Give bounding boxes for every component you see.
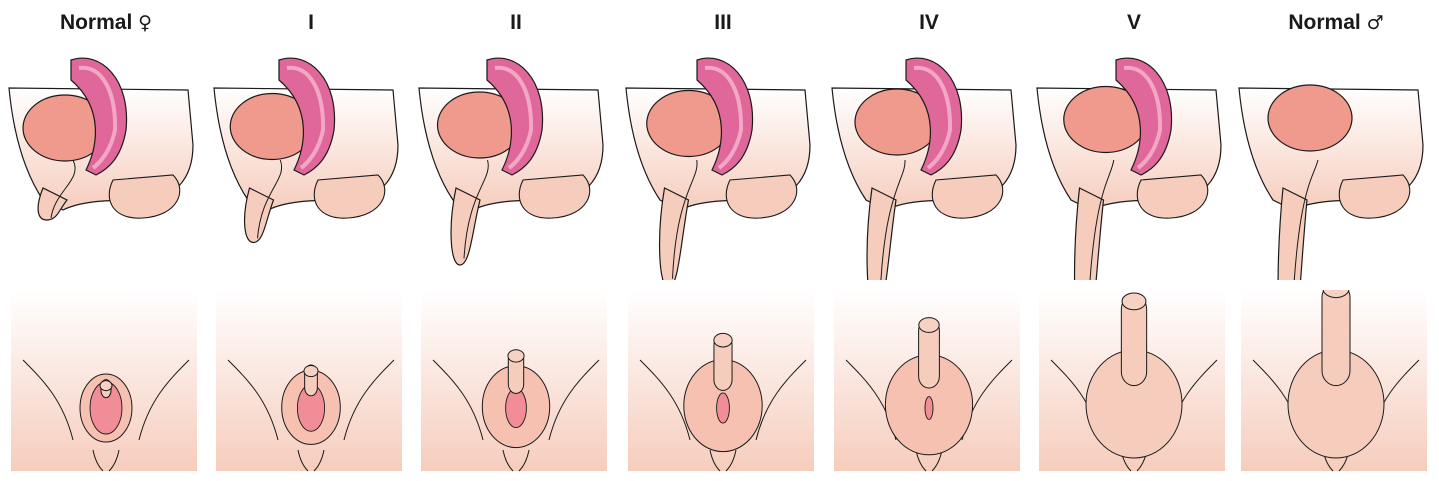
external-genitalia — [421, 290, 607, 472]
urethra — [50, 159, 76, 219]
sagittal-section — [418, 57, 604, 266]
stage-label: Normal ♂ — [1288, 11, 1384, 34]
stage-prader-5: V — [1031, 0, 1237, 481]
thigh-folds — [1252, 359, 1420, 472]
bladder — [1267, 84, 1353, 152]
stage-label: I — [308, 11, 314, 34]
buttock — [1338, 174, 1411, 219]
uterine-cavity — [78, 65, 118, 170]
urethra — [1089, 159, 1115, 280]
phallus — [1073, 187, 1105, 280]
uterus — [1115, 57, 1173, 176]
uterus — [905, 57, 963, 176]
stage-normal-male: Normal ♂ — [1233, 0, 1439, 481]
external-genitalia — [1039, 290, 1225, 472]
glans — [507, 349, 525, 363]
sagittal-section — [625, 57, 811, 280]
stage-label: II — [510, 11, 522, 34]
glans — [713, 332, 733, 348]
sagittal-section — [213, 57, 399, 244]
uterine-cavity — [494, 65, 534, 170]
vestibule — [716, 392, 730, 424]
urethra — [257, 159, 283, 239]
stage-label: Normal ♀ — [59, 11, 153, 34]
buttock — [108, 174, 181, 219]
thigh-folds — [1050, 359, 1218, 472]
stage-prader-2: II — [413, 0, 619, 481]
vestibule — [505, 387, 527, 429]
glans — [99, 380, 113, 392]
sagittal-section — [831, 57, 1017, 280]
phallus — [1321, 290, 1351, 387]
thigh-folds — [639, 359, 807, 472]
phallus — [1277, 187, 1308, 280]
thigh-folds — [845, 359, 1013, 472]
phallus — [659, 187, 690, 280]
buttock — [313, 174, 386, 219]
female-symbol-icon: ♀ — [138, 12, 153, 34]
uterine-cavity — [286, 65, 326, 170]
buttock — [1136, 174, 1209, 219]
stage-prader-4: IV — [826, 0, 1032, 481]
urethra — [1293, 159, 1319, 280]
sagittal-section — [1036, 57, 1222, 280]
stage-prader-1: I — [208, 0, 414, 481]
stage-prader-3: III — [620, 0, 826, 481]
male-symbol-icon: ♂ — [1366, 12, 1384, 34]
stage-label: IV — [919, 11, 939, 34]
stage-normal-female: Normal ♀ — [3, 0, 209, 481]
buttock — [518, 174, 591, 219]
thigh-folds — [22, 359, 190, 472]
phallus — [37, 187, 68, 221]
thigh-folds — [432, 359, 600, 472]
vestibule — [924, 396, 934, 420]
external-genitalia — [1241, 290, 1427, 472]
phallus — [866, 187, 897, 280]
urethra — [672, 159, 698, 279]
stage-label: III — [714, 11, 732, 34]
sagittal-section — [1238, 84, 1424, 280]
glans — [1121, 292, 1147, 311]
glans — [303, 364, 319, 378]
external-genitalia — [628, 290, 814, 472]
uterine-cavity — [913, 65, 953, 170]
external-genitalia — [11, 290, 197, 472]
buttock — [725, 174, 798, 219]
glans — [1322, 290, 1350, 299]
urethra — [463, 159, 489, 259]
uterine-cavity — [704, 65, 744, 170]
external-genitalia — [834, 290, 1020, 472]
uterus — [696, 57, 754, 176]
urethra — [880, 159, 906, 280]
uterus — [70, 57, 128, 176]
buttock — [931, 174, 1004, 219]
stage-label: V — [1126, 11, 1141, 34]
thigh-folds — [227, 359, 395, 472]
glans — [918, 317, 940, 333]
sagittal-section — [8, 57, 194, 221]
uterine-cavity — [1123, 65, 1163, 170]
uterus — [486, 57, 544, 176]
uterus — [278, 57, 336, 176]
external-genitalia — [216, 290, 402, 472]
